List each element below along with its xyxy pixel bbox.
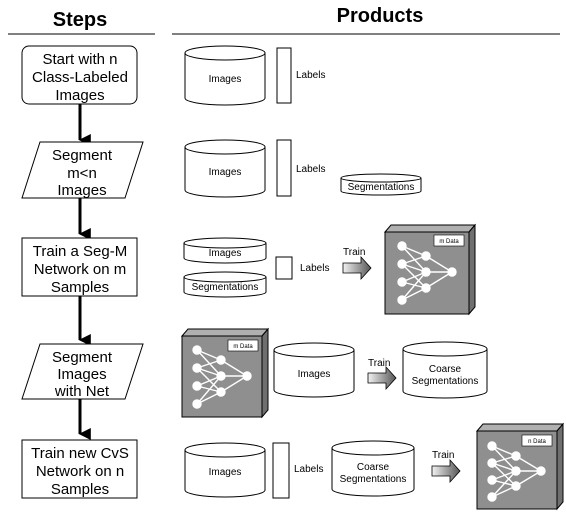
row3-segmentations-label: Segmentations (192, 282, 259, 293)
row2-segmentations-cylinder: Segmentations (340, 173, 422, 196)
row1-labels-text: Labels (296, 70, 325, 81)
row3-images-label: Images (209, 248, 242, 259)
row4-coarse-line1: Coarse (429, 364, 462, 375)
step-4: Segment Images with Net (21, 343, 144, 400)
row3-images-cylinder: Images (183, 237, 267, 264)
step-5: Train new CvS Network on n Samples (21, 439, 138, 499)
row5-coarse-line2: Segmentations (340, 474, 407, 485)
step-1-line-2: Class-Labeled (32, 69, 128, 86)
step-3-line-3: Samples (51, 279, 109, 296)
step-4-line-2: Images (57, 366, 106, 383)
row1-images-label: Images (209, 74, 242, 85)
row5-images-label: Images (209, 467, 242, 478)
row5-coarse-cylinder: Coarse Segmentations (331, 440, 415, 497)
row5-labels-text: Labels (294, 464, 323, 475)
step-5-line-2: Network on n (36, 463, 124, 480)
row5-net-tag: n Data (528, 439, 546, 445)
step-3-line-2: Network on m (34, 261, 127, 278)
step-4-line-3: with Net (54, 383, 110, 400)
row3-net-tag: m Data (439, 239, 459, 245)
row5-network-box: n Data (475, 422, 565, 511)
row5-images-cylinder: Images (184, 442, 266, 498)
step-5-line-3: Samples (51, 481, 109, 498)
row4-train-text: Train (368, 358, 390, 369)
step-2: Segment m<n Images (21, 141, 144, 199)
row2-images-label: Images (209, 167, 242, 178)
step-2-line-1: Segment (52, 147, 113, 164)
row4-net-tag: m Data (233, 344, 253, 350)
row5-train-arrow-icon (431, 458, 461, 484)
row4-network-box: m Data (180, 327, 270, 419)
row3-labels-bar (275, 256, 293, 280)
row2-images-cylinder: Images (184, 139, 266, 198)
row4-train-arrow-icon (367, 365, 397, 391)
row5-train-text: Train (432, 450, 454, 461)
row1-labels-bar (276, 47, 292, 104)
row3-segmentations-cylinder: Segmentations (183, 271, 267, 298)
row4-images-label: Images (298, 369, 331, 380)
step-3-line-1: Train a Seg-M (33, 243, 127, 260)
step-2-line-3: Images (57, 182, 106, 199)
steps-header: Steps (53, 9, 107, 31)
row2-labels-text: Labels (296, 164, 325, 175)
row3-neural-net-icon (397, 241, 457, 305)
products-header: Products (337, 5, 424, 27)
step-1: Start with n Class-Labeled Images (21, 45, 138, 105)
row4-coarse-line2: Segmentations (412, 376, 479, 387)
row2-segmentations-label: Segmentations (348, 182, 415, 193)
row2-labels-bar (276, 139, 292, 197)
row1-images-cylinder: Images (184, 45, 266, 106)
step-5-line-1: Train new CvS (31, 445, 129, 462)
step-1-line-3: Images (55, 87, 104, 104)
row3-train-text: Train (343, 247, 365, 258)
row4-images-cylinder: Images (273, 342, 355, 398)
step-4-line-1: Segment (52, 349, 113, 366)
row5-labels-bar (272, 442, 290, 499)
row3-network-box: m Data (383, 223, 477, 316)
row4-neural-net-icon (192, 345, 252, 409)
step-2-line-2: m<n (67, 165, 97, 182)
row3-labels-text: Labels (300, 263, 329, 274)
row5-neural-net-icon (487, 441, 546, 502)
row5-coarse-line1: Coarse (357, 462, 390, 473)
step-1-line-1: Start with n (42, 51, 117, 68)
step-3: Train a Seg-M Network on m Samples (21, 237, 138, 297)
row4-coarse-cylinder: Coarse Segmentations (402, 341, 488, 399)
row3-train-arrow-icon (342, 255, 372, 281)
